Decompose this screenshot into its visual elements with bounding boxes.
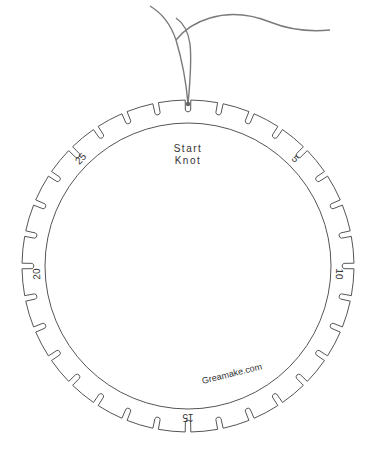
slot-number: 15 [182,411,193,423]
start-knot [186,102,190,106]
slot-number: 20 [31,268,44,280]
thread [150,6,330,104]
disk-rim [22,100,354,432]
start-label: Start Knot [171,143,205,167]
braiding-disk [22,100,354,432]
slot-number: 10 [332,268,345,280]
disk-hole [45,123,331,409]
